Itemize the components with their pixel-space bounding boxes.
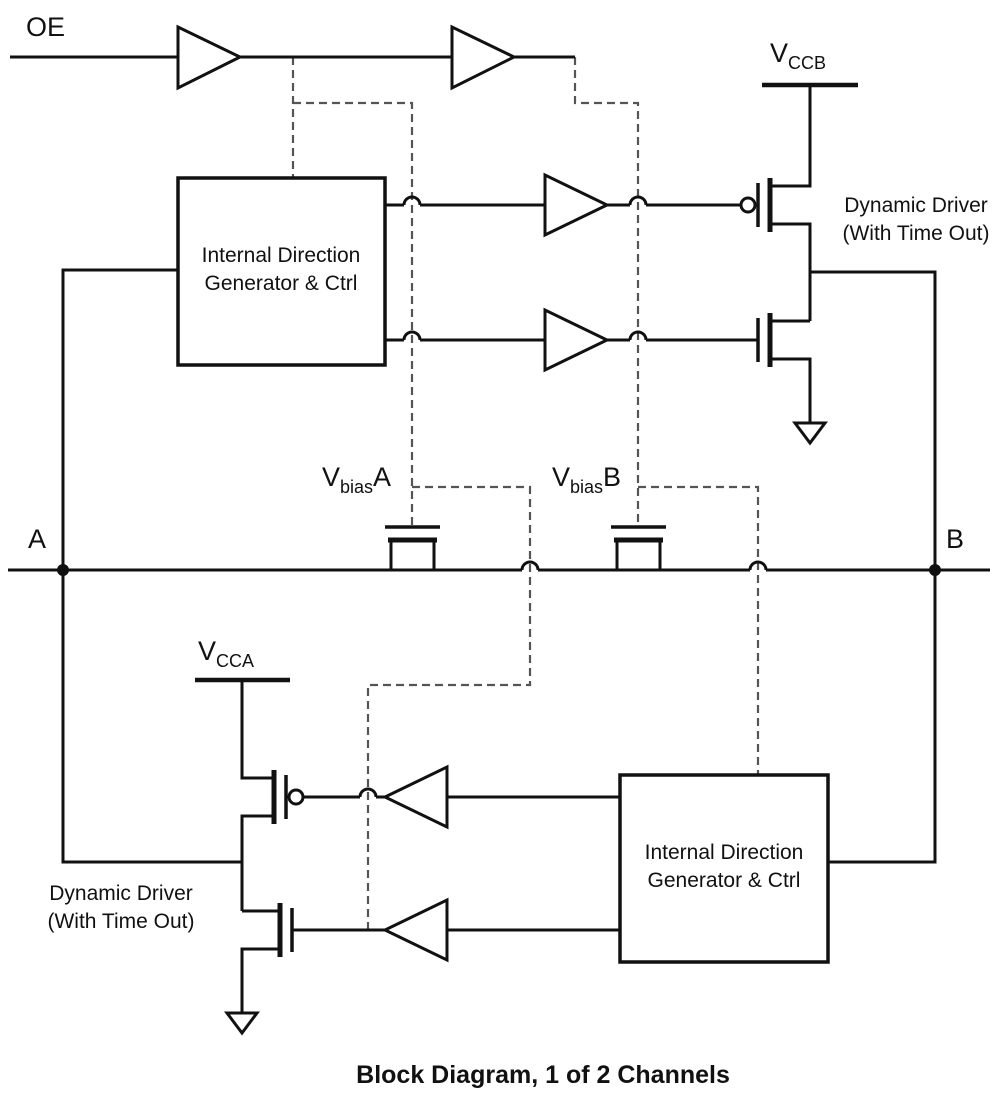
vbias-a-base: V — [322, 462, 340, 492]
vbias-a-suffix: A — [373, 462, 391, 492]
driver-label-line1: Dynamic Driver — [844, 194, 988, 217]
port-a-label: A — [28, 524, 46, 554]
terminal-stubs — [615, 540, 662, 570]
nmos-terminal-wires — [770, 319, 812, 423]
wire-hop — [402, 195, 648, 206]
block-outline — [176, 176, 387, 367]
buffer-triangle-icon — [381, 764, 449, 830]
wire-hop — [520, 560, 768, 571]
buffer-triangle-icon — [176, 24, 244, 91]
buffer-triangle-icon — [381, 897, 449, 963]
block-outline — [618, 773, 830, 964]
driver-label-line2: (With Time Out) — [842, 222, 989, 245]
internal-direction-generator-top: Internal Direction Generator & Ctrl — [176, 176, 387, 367]
oe-label: OE — [26, 12, 65, 42]
vbias-a-label: VbiasA — [322, 462, 391, 497]
vbias-a-pass-transistor: VbiasA — [322, 462, 440, 570]
driver-label-line2: (With Time Out) — [47, 910, 194, 933]
vbias-b-base: V — [552, 462, 570, 492]
vbias-b-subscript: bias — [570, 477, 603, 497]
pmos-terminal-wires — [770, 85, 812, 321]
vbias-b-pass-transistor: VbiasB — [552, 462, 666, 570]
block-label-line2: Generator & Ctrl — [205, 272, 358, 295]
wire-hop — [358, 787, 378, 798]
vcca-base: V — [198, 636, 216, 666]
control-wire-to-bottom-right-block — [638, 485, 760, 775]
terminal-stubs — [389, 540, 436, 570]
inversion-bubble-icon — [287, 788, 305, 806]
wire-hop — [402, 330, 648, 341]
internal-direction-generator-bottom: Internal Direction Generator & Ctrl — [618, 773, 830, 964]
block-label-line2: Generator & Ctrl — [648, 869, 801, 892]
port-b-label: B — [946, 524, 964, 554]
dynamic-driver-bottom-left: VCCA Dynamic Driver (With Time Out) — [47, 636, 305, 1036]
vbias-a-subscript: bias — [340, 477, 373, 497]
vccb-base: V — [770, 38, 788, 68]
dashed-control-wires — [291, 57, 760, 930]
block-label-line1: Internal Direction — [202, 244, 361, 267]
pmos-terminal-wires — [240, 680, 274, 911]
buffer-triangle-icon — [543, 172, 611, 238]
ground-triangle-icon — [792, 421, 828, 446]
inversion-bubble-icon — [739, 196, 757, 214]
oe-control-wire-to-vbias-a — [293, 101, 414, 527]
nmos-terminal-wires — [240, 909, 280, 1013]
vbias-b-label: VbiasB — [552, 462, 621, 497]
dynamic-driver-top-right: VCCB Dynamic Driver (With Time Out) — [739, 38, 990, 446]
vcca-label: VCCA — [198, 636, 254, 671]
junction-dot — [929, 564, 941, 576]
control-wire-to-bottom-left-driver — [366, 485, 532, 930]
vcca-subscript: CCA — [216, 651, 254, 671]
buffer-triangle-icon — [543, 307, 611, 373]
solid-wires — [8, 55, 990, 932]
vbias-b-suffix: B — [603, 462, 621, 492]
buffer-triangle-icon — [450, 24, 518, 91]
ground-triangle-icon — [224, 1011, 260, 1036]
junction-dot — [57, 564, 69, 576]
driver-label-line1: Dynamic Driver — [49, 882, 193, 905]
figure-caption: Block Diagram, 1 of 2 Channels — [356, 1061, 730, 1089]
oe-control-wire-to-vbias-b — [573, 57, 640, 527]
vccb-label: VCCB — [770, 38, 826, 73]
vccb-subscript: CCB — [788, 53, 826, 73]
block-label-line1: Internal Direction — [645, 841, 804, 864]
